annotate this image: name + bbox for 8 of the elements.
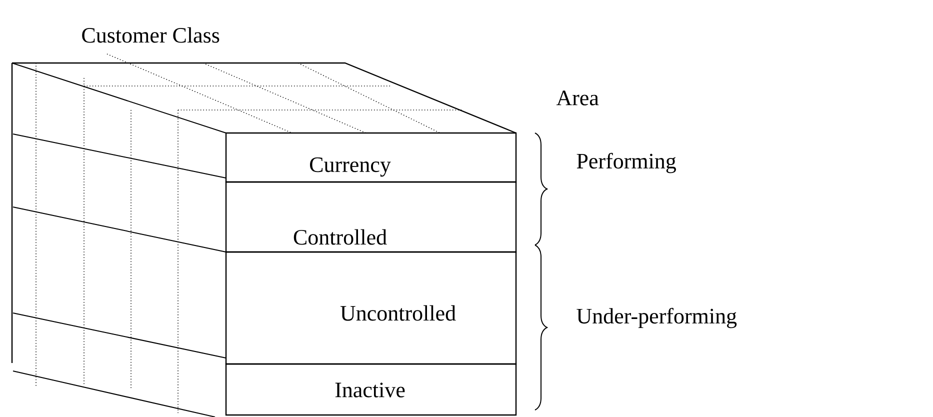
axis-label: Performing <box>576 152 676 174</box>
axis-label: Under-performing <box>576 308 737 328</box>
band-box: Currency <box>225 132 517 183</box>
band-box: Controlled <box>225 181 517 253</box>
axis-label: Customer Class <box>82 27 220 43</box>
band-box: Inactive <box>225 363 517 416</box>
axis-label: Area <box>556 90 599 106</box>
band-box: Uncontrolled <box>225 251 517 365</box>
